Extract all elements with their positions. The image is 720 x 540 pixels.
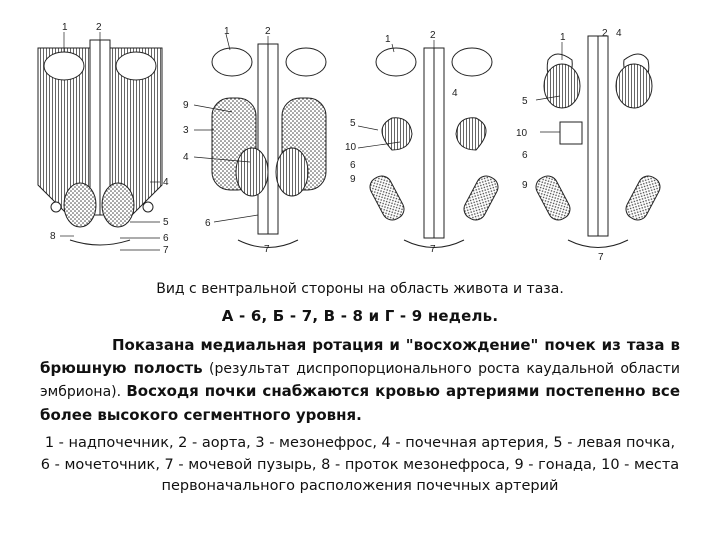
legend-text: 1 - надпочечник, 2 - аорта, 3 - мезонефр… bbox=[40, 435, 680, 494]
panel-c-label-6: 6 bbox=[350, 160, 356, 171]
paragraph-aside: (результат диспропорционального роста ка… bbox=[40, 360, 681, 401]
panel-a-label-6: 6 bbox=[163, 233, 169, 244]
panel-b-diagram bbox=[193, 33, 327, 248]
panel-d-label-7: 7 bbox=[598, 252, 604, 263]
panel-b-label-2: 2 bbox=[265, 26, 271, 37]
panel-d-label-9: 9 bbox=[522, 180, 528, 191]
caption-stages: А - 6, Б - 7, В - 8 и Г - 9 недель. bbox=[221, 307, 499, 325]
panel-a-label-1: 1 bbox=[62, 22, 68, 33]
panel-c-label-7: 7 bbox=[430, 244, 436, 255]
panel-c-label-5: 5 bbox=[350, 118, 356, 129]
panel-a-label-7: 7 bbox=[163, 245, 169, 256]
panel-c-label-4: 4 bbox=[452, 88, 458, 99]
caption-view: Вид с вентральной стороны на область жив… bbox=[156, 281, 564, 297]
panel-b-label-1: 1 bbox=[224, 26, 230, 37]
panel-d-label-2: 2 bbox=[602, 28, 608, 39]
panel-a-label-5: 5 bbox=[163, 217, 169, 228]
panel-a-label-8: 8 bbox=[50, 231, 56, 242]
paragraph-lead: Показана медиальная ротация и "восхожден… bbox=[40, 336, 680, 377]
panel-d-label-5: 5 bbox=[522, 96, 528, 107]
panel-c-diagram bbox=[357, 40, 499, 248]
panel-a-label-2: 2 bbox=[96, 22, 102, 33]
panel-b-label-7: 7 bbox=[264, 244, 270, 255]
panel-d-label-6: 6 bbox=[522, 150, 528, 161]
panel-a-label-4: 4 bbox=[163, 177, 169, 188]
panel-d-label-10: 10 bbox=[516, 128, 528, 139]
panel-c-label-9: 9 bbox=[350, 174, 356, 185]
panel-b-label-4: 4 bbox=[183, 152, 189, 163]
panel-a-diagram bbox=[37, 32, 163, 251]
panel-c-label-10: 10 bbox=[345, 142, 357, 153]
panel-b-label-9: 9 bbox=[183, 100, 189, 111]
panel-b-label-6: 6 bbox=[205, 218, 211, 229]
description-paragraph: Показана медиальная ротация и "восхожден… bbox=[40, 334, 680, 426]
panel-d-label-4: 4 bbox=[616, 28, 622, 39]
panel-c-label-2: 2 bbox=[430, 30, 436, 41]
embryo-kidney-figure: 1 2 4 5 8 6 7 1 2 9 3 4 6 7 bbox=[37, 22, 661, 263]
paragraph-tail: Восходя почки снабжаются кровью артериям… bbox=[40, 382, 680, 424]
panel-d-label-1: 1 bbox=[560, 32, 566, 43]
panel-d-diagram bbox=[535, 35, 661, 248]
panel-c-label-1: 1 bbox=[385, 34, 391, 45]
panel-b-label-3: 3 bbox=[183, 125, 189, 136]
